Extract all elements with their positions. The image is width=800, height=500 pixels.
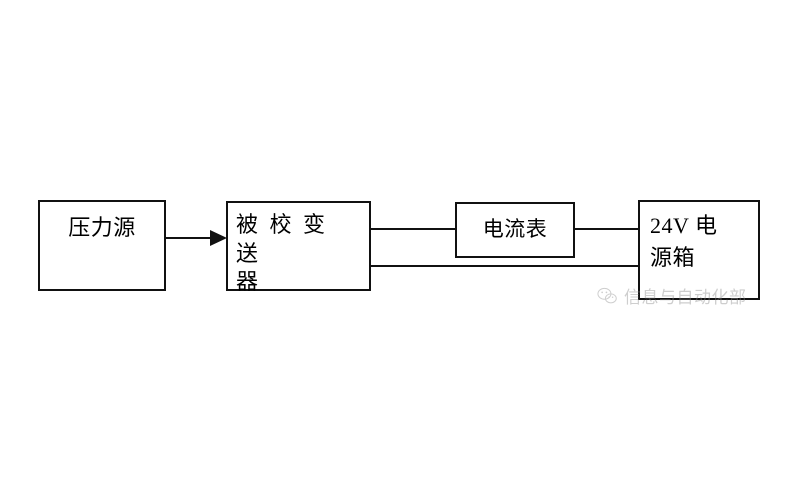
block-transmitter-label: 被 校 变 送 器	[236, 212, 329, 295]
block-transmitter: 被 校 变 送 器	[226, 201, 371, 294]
arrow-right-icon	[210, 230, 227, 246]
wire-transmitter-to-power-return	[370, 265, 639, 267]
block-ammeter: 电流表	[455, 202, 575, 258]
wire-source-to-transmitter	[166, 237, 214, 239]
block-pressure-source: 压力源	[38, 200, 166, 291]
block-power-supply-label: 24V 电 源箱	[650, 213, 718, 270]
block-pressure-source-label: 压力源	[68, 215, 136, 240]
wire-ammeter-to-power	[574, 228, 639, 230]
block-ammeter-label: 电流表	[482, 217, 548, 241]
wechat-logo-icon	[597, 287, 617, 303]
block-power-supply: 24V 电 源箱	[638, 200, 760, 300]
wire-transmitter-to-ammeter	[370, 228, 456, 230]
